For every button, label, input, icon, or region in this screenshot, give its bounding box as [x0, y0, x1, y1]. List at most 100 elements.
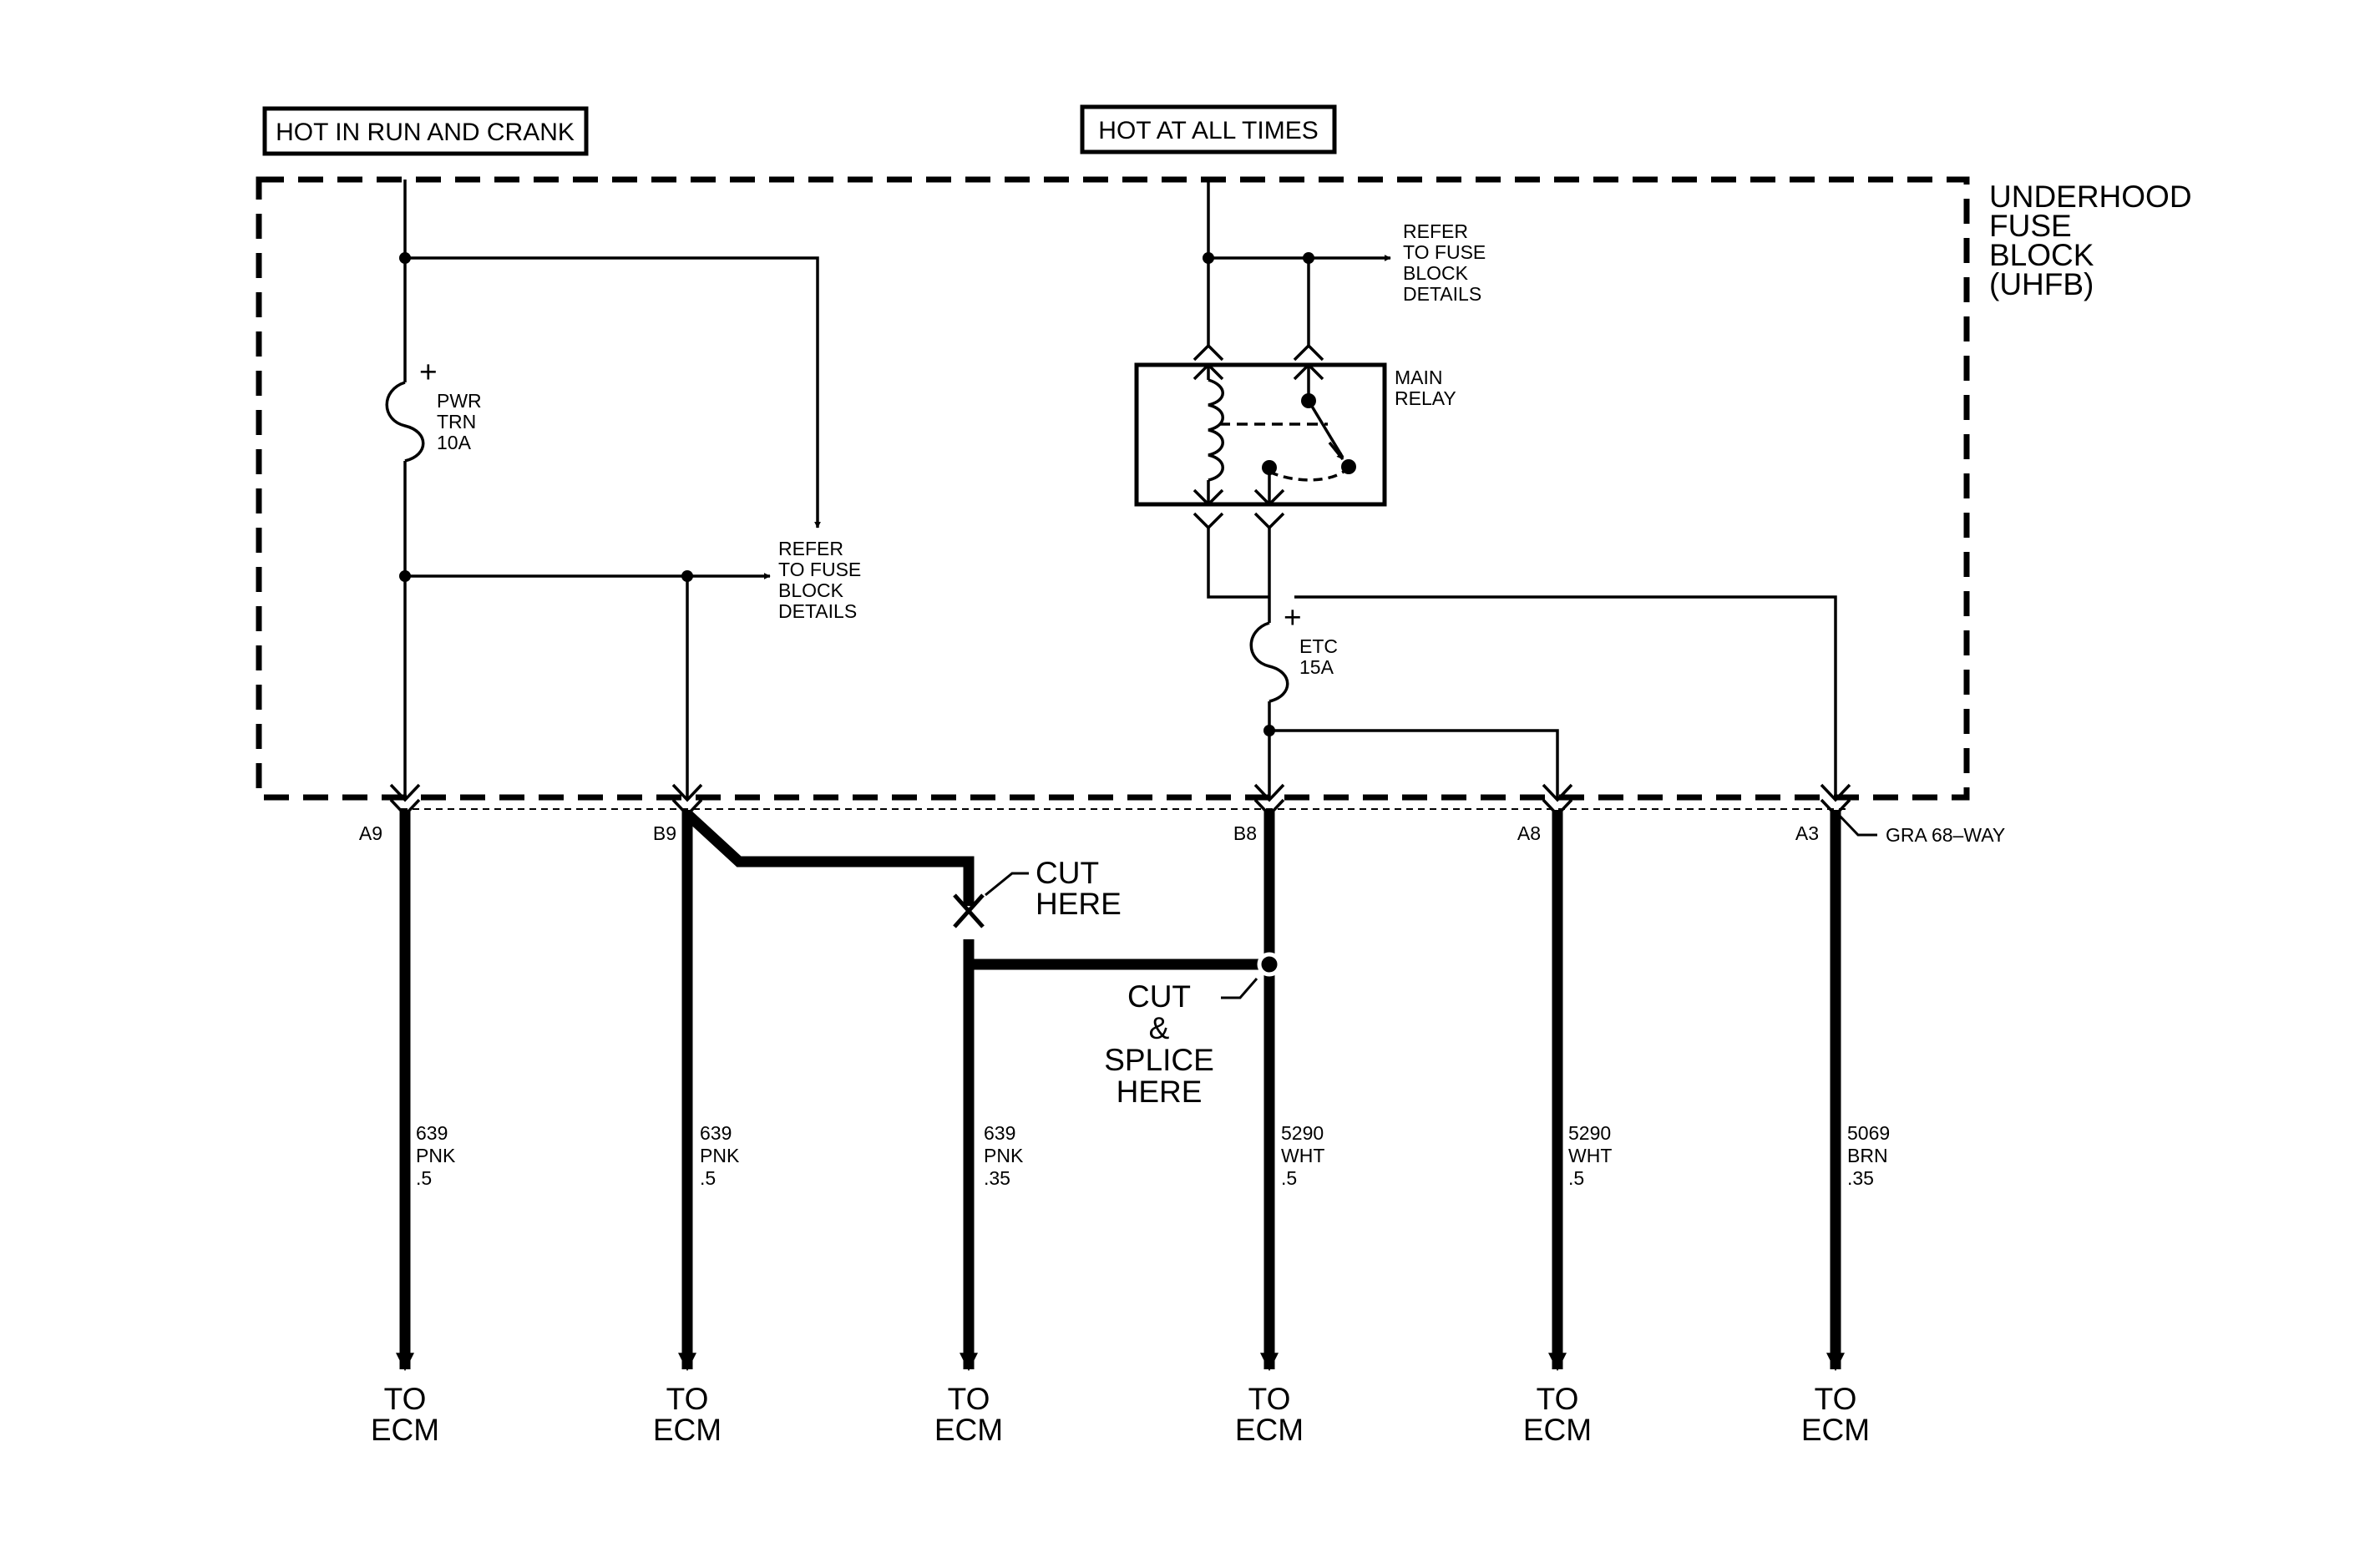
all-times-feed-circuit	[1193, 180, 1391, 362]
pin-a9: A9	[359, 822, 382, 844]
svg-text:CUT: CUT	[1127, 979, 1191, 1014]
svg-text:UNDERHOOD: UNDERHOOD	[1989, 180, 2192, 214]
svg-text:+: +	[419, 355, 438, 389]
main-relay	[1134, 362, 1387, 507]
svg-text:15A: 15A	[1299, 656, 1334, 678]
svg-text:BRN: BRN	[1847, 1145, 1888, 1166]
relay-coil-symbol	[1208, 378, 1224, 482]
connector-terminals	[389, 783, 1851, 817]
connector-pin-labels: A9 B9 B8 A8 A3	[359, 822, 1819, 844]
cut-and-splice-label: CUT & SPLICE HERE	[1104, 979, 1214, 1109]
relay-contact-dot	[1262, 460, 1277, 475]
etc-fuse-symbol	[1249, 621, 1289, 703]
relay-contact-dot	[1341, 459, 1356, 474]
svg-text:DETAILS: DETAILS	[778, 600, 857, 622]
relay-contact-dot	[1301, 393, 1316, 408]
etc-fuse-label: + ETC 15A	[1284, 600, 1338, 678]
svg-text:.35: .35	[984, 1167, 1010, 1189]
hot-in-run-and-crank-box: HOT IN RUN AND CRANK	[262, 106, 589, 156]
svg-text:CUT: CUT	[1036, 856, 1099, 890]
svg-text:MAIN: MAIN	[1395, 367, 1443, 388]
svg-text:REFER: REFER	[1403, 220, 1468, 242]
dest-spliced: TO	[948, 1382, 990, 1416]
svg-text:639: 639	[416, 1122, 448, 1144]
pwr-trn-fuse-label: + PWR TRN 10A	[419, 355, 482, 453]
svg-text:10A: 10A	[437, 432, 472, 453]
svg-text:ETC: ETC	[1299, 635, 1338, 657]
svg-text:WHT: WHT	[1568, 1145, 1612, 1166]
wire-label-spliced: 639 PNK .35	[984, 1122, 1024, 1189]
svg-text:639: 639	[984, 1122, 1015, 1144]
svg-text:SPLICE: SPLICE	[1104, 1043, 1214, 1077]
pin-a8: A8	[1517, 822, 1541, 844]
splice-dot	[681, 570, 693, 582]
splice-dot	[1203, 252, 1214, 264]
fuse-block-boundary	[256, 176, 1970, 801]
svg-text:ECM: ECM	[653, 1413, 722, 1447]
svg-text:BLOCK: BLOCK	[778, 579, 844, 601]
dest-a3: TO	[1815, 1382, 1857, 1416]
svg-text:TO FUSE: TO FUSE	[1403, 241, 1486, 263]
dest-b8: TO	[1248, 1382, 1291, 1416]
svg-text:ECM: ECM	[1523, 1413, 1592, 1447]
harness-wires	[396, 810, 1845, 1372]
svg-text:(UHFB): (UHFB)	[1989, 267, 2094, 301]
svg-text:FUSE: FUSE	[1989, 209, 2072, 243]
svg-text:639: 639	[700, 1122, 732, 1144]
svg-text:5069: 5069	[1847, 1122, 1890, 1144]
pin-a3: A3	[1795, 822, 1819, 844]
svg-text:ECM: ECM	[1801, 1413, 1870, 1447]
svg-text:&: &	[1149, 1011, 1170, 1045]
svg-text:ECM: ECM	[934, 1413, 1003, 1447]
splice-point	[1257, 952, 1282, 977]
cut-here-label: CUT HERE	[1036, 856, 1122, 921]
svg-text:BLOCK: BLOCK	[1989, 238, 2094, 272]
svg-text:WHT: WHT	[1281, 1145, 1324, 1166]
svg-text:ECM: ECM	[1235, 1413, 1304, 1447]
svg-text:.5: .5	[700, 1167, 716, 1189]
fuse-block-label: UNDERHOOD FUSE BLOCK (UHFB)	[1989, 180, 2192, 301]
dest-a9: TO	[384, 1382, 427, 1416]
pwr-trn-fuse-symbol	[385, 381, 425, 463]
pin-b8: B8	[1233, 822, 1257, 844]
splice-dot	[1303, 252, 1314, 264]
splice-dot	[399, 252, 411, 264]
run-crank-label: HOT IN RUN AND CRANK	[276, 119, 575, 146]
wire-label-a3: 5069 BRN .35	[1847, 1122, 1890, 1189]
wire-label-b9: 639 PNK .5	[700, 1122, 740, 1189]
svg-text:+: +	[1284, 600, 1302, 635]
svg-text:RELAY: RELAY	[1395, 387, 1456, 409]
svg-text:.5: .5	[1568, 1167, 1584, 1189]
svg-text:.5: .5	[1281, 1167, 1297, 1189]
splice-dot	[1263, 725, 1275, 736]
wire-label-a8: 5290 WHT .5	[1568, 1122, 1612, 1189]
svg-text:5290: 5290	[1281, 1122, 1324, 1144]
svg-text:TRN: TRN	[437, 411, 476, 432]
svg-text:PNK: PNK	[700, 1145, 740, 1166]
connector-name: GRA 68–WAY	[1886, 824, 2005, 846]
svg-text:PNK: PNK	[984, 1145, 1024, 1166]
svg-text:ECM: ECM	[371, 1413, 439, 1447]
svg-text:DETAILS: DETAILS	[1403, 283, 1481, 305]
svg-text:BLOCK: BLOCK	[1403, 262, 1469, 284]
svg-text:HERE: HERE	[1117, 1075, 1203, 1109]
svg-text:5290: 5290	[1568, 1122, 1611, 1144]
pin-b9: B9	[653, 822, 676, 844]
svg-text:.5: .5	[416, 1167, 432, 1189]
svg-text:HERE: HERE	[1036, 887, 1122, 921]
dest-b9: TO	[666, 1382, 709, 1416]
hot-at-all-times-box: HOT AT ALL TIMES	[1080, 104, 1337, 154]
splice-dot	[399, 570, 411, 582]
wire-label-b8: 5290 WHT .5	[1281, 1122, 1324, 1189]
destination-labels: TO ECM TO ECM TO ECM TO ECM TO ECM TO EC…	[371, 1382, 1870, 1447]
relay-output-circuit	[1193, 512, 1837, 800]
cut-mark	[953, 893, 985, 928]
svg-text:REFER: REFER	[778, 538, 843, 559]
run-crank-feed-circuit	[385, 180, 821, 800]
refer-to-fuse-block-note: REFER TO FUSE BLOCK DETAILS	[778, 538, 861, 622]
svg-text:PWR: PWR	[437, 390, 482, 412]
svg-text:PNK: PNK	[416, 1145, 456, 1166]
refer-to-fuse-block-note: REFER TO FUSE BLOCK DETAILS	[1403, 220, 1486, 305]
all-times-label: HOT AT ALL TIMES	[1098, 117, 1318, 144]
